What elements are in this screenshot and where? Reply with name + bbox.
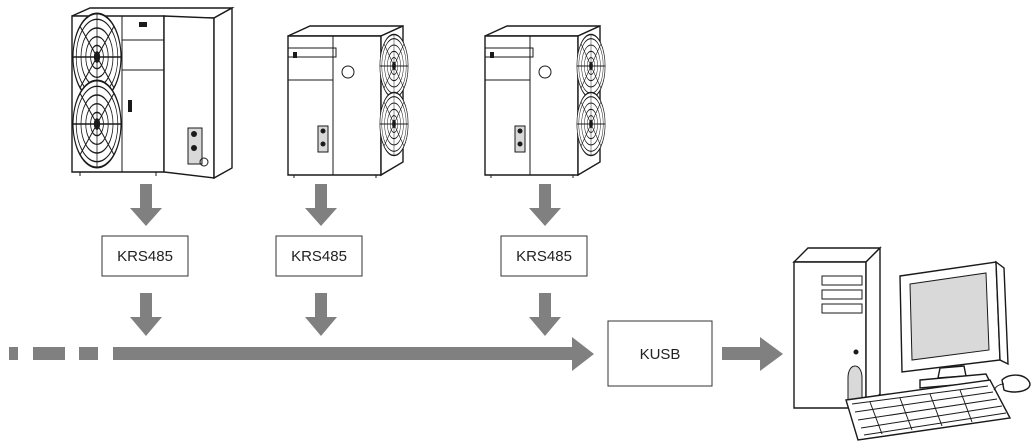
arrow-module2-to-bus <box>305 293 337 336</box>
kusb-gateway: KUSB <box>607 320 713 387</box>
krs485-module: KRS485 <box>101 235 189 277</box>
arrow-unit2-to-module <box>305 184 337 226</box>
arrow-unit1-to-module <box>130 184 162 226</box>
krs485-module-label: KRS485 <box>291 248 347 265</box>
arrow-unit3-to-module <box>529 184 561 226</box>
arrow-kusb-to-computer <box>722 337 783 371</box>
desktop-computer-icon <box>792 246 1031 441</box>
kusb-label: KUSB <box>640 346 681 363</box>
heat-pump-unit-icon <box>288 26 408 178</box>
krs485-module-label: KRS485 <box>117 248 173 265</box>
heat-pump-unit-large-icon <box>71 6 235 180</box>
arrow-module3-to-bus <box>529 293 561 336</box>
arrow-module1-to-bus <box>130 293 162 336</box>
krs485-module: KRS485 <box>500 235 588 277</box>
heat-pump-unit-icon <box>485 26 605 178</box>
krs485-module: KRS485 <box>275 235 363 277</box>
bus-line <box>9 337 594 371</box>
krs485-module-label: KRS485 <box>516 248 572 265</box>
